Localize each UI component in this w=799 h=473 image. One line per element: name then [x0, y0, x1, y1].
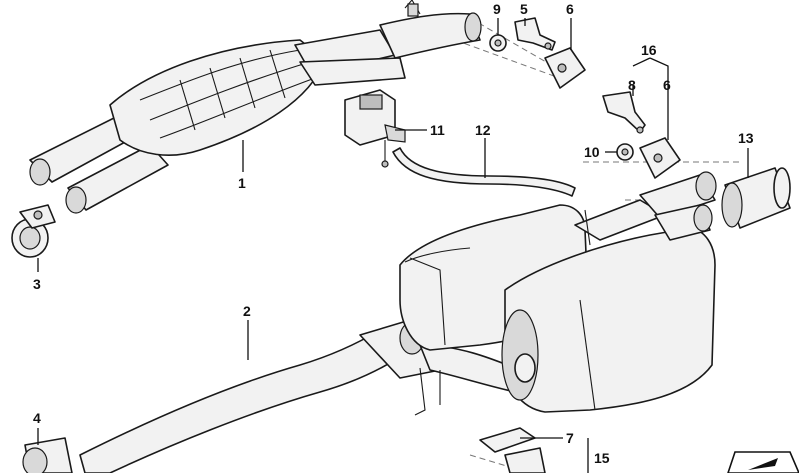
bracket-part-7[interactable]	[479, 427, 546, 473]
callout-6a: 6	[566, 1, 574, 17]
callout-5: 5	[520, 1, 528, 17]
callout-7: 7	[566, 430, 574, 446]
vacuum-valve[interactable]	[344, 89, 406, 168]
arrow-badge-icon	[727, 451, 799, 473]
grommet-part-9[interactable]	[489, 34, 507, 52]
callout-12: 12	[475, 122, 491, 138]
clamp-part-4[interactable]	[22, 437, 73, 473]
tailpipe-trim[interactable]	[721, 167, 791, 229]
grommet-part-10[interactable]	[616, 143, 634, 161]
callout-2: 2	[243, 303, 251, 319]
clamp-part-3[interactable]	[11, 204, 56, 258]
callout-labels: 1 2 3 4 5 6 6 7 8 9 10 11 12 13 15 16	[33, 1, 754, 466]
front-pipe-catalytic-converter[interactable]	[29, 0, 482, 214]
callout-4: 4	[33, 410, 41, 426]
rubber-mount-part-6a[interactable]	[544, 47, 586, 89]
callout-1: 1	[238, 175, 246, 191]
callout-11: 11	[430, 122, 445, 138]
callout-10: 10	[584, 144, 600, 160]
callout-8: 8	[628, 77, 636, 93]
callout-9: 9	[493, 1, 501, 17]
callout-13: 13	[738, 130, 754, 146]
leader-lines	[37, 18, 749, 473]
bracket-part-5[interactable]	[514, 17, 556, 51]
rubber-mount-part-6b[interactable]	[639, 137, 681, 179]
bracket-part-8[interactable]	[602, 91, 646, 134]
rear-silencer[interactable]	[399, 171, 717, 413]
vacuum-hose[interactable]	[392, 147, 576, 197]
callout-15: 15	[594, 450, 610, 466]
callout-6b: 6	[663, 77, 671, 93]
callout-3: 3	[33, 276, 41, 292]
callout-16: 16	[641, 42, 657, 58]
